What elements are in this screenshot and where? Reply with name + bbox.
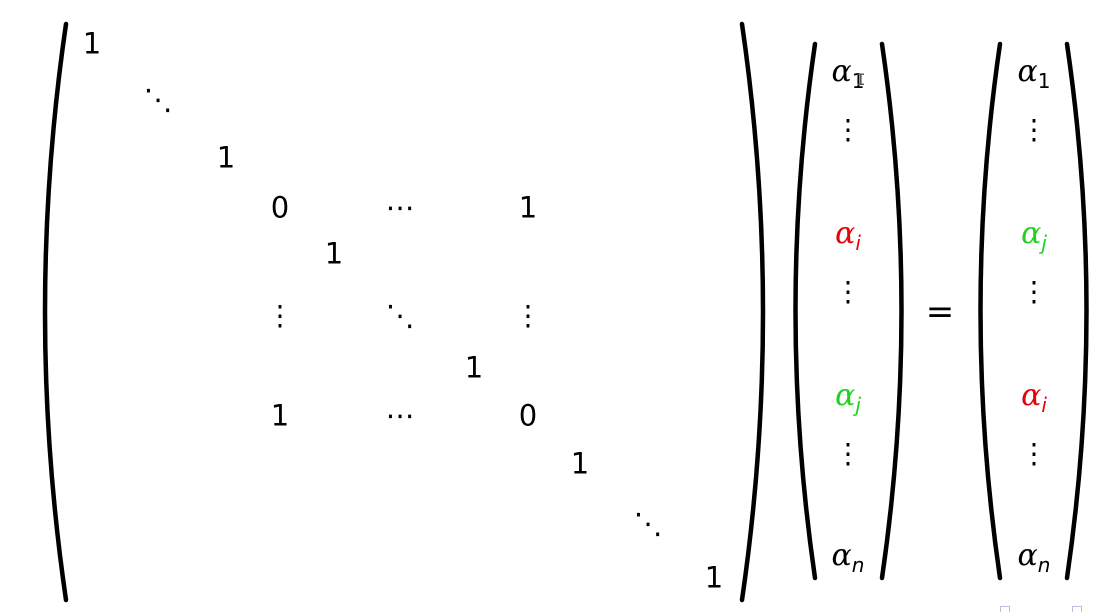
matrix-vdots-col-j: ⋮ <box>514 299 542 332</box>
text-cursor-icon: I <box>856 70 866 89</box>
matrix-ddots-1: ⋱ <box>143 82 173 117</box>
matrix-entry-n-n: 1 <box>704 560 724 595</box>
matrix-entry-diag-4: 1 <box>570 446 590 481</box>
vector-right-vdots-3: ⋮ <box>1020 437 1048 470</box>
matrix-left-paren <box>42 21 69 603</box>
matrix-hdots-row-i: ⋯ <box>385 190 415 225</box>
vector-left-alpha-j: αj <box>835 378 861 417</box>
vector-left-left-paren <box>793 41 818 581</box>
matrix-entry-diag-2: 1 <box>324 236 344 271</box>
vector-right-alpha-1: α1 <box>1017 54 1051 93</box>
vector-right-vdots-2: ⋮ <box>1020 275 1048 308</box>
vector-right-vdots-1: ⋮ <box>1020 113 1048 146</box>
vector-right-alpha-i: αi <box>1021 378 1047 417</box>
matrix-right-paren <box>739 21 766 603</box>
matrix-vdots-col-i: ⋮ <box>266 299 294 332</box>
matrix-entry-diag-1: 1 <box>216 140 236 175</box>
matrix-entry-i-j-one: 1 <box>518 190 538 225</box>
vector-left-right-paren <box>879 41 904 581</box>
matrix-entry-j-i-one: 1 <box>270 398 290 433</box>
matrix-ddots-center: ⋱ <box>385 298 415 333</box>
nav-next-icon[interactable] <box>1072 606 1082 612</box>
equals-sign: = <box>925 292 955 332</box>
vector-right-alpha-j: αj <box>1021 216 1047 255</box>
vector-left-alpha-1: α1 <box>831 54 865 93</box>
vector-right-left-paren <box>978 41 1003 581</box>
vector-right-right-paren <box>1064 41 1089 581</box>
vector-left-vdots-2: ⋮ <box>834 275 862 308</box>
vector-right-alpha-n: αn <box>1017 538 1051 577</box>
matrix-entry-1-1: 1 <box>82 26 102 61</box>
vector-left-alpha-n: αn <box>831 538 865 577</box>
matrix-hdots-row-j: ⋯ <box>385 398 415 433</box>
vector-left-vdots-1: ⋮ <box>834 113 862 146</box>
matrix-entry-j-j-zero: 0 <box>518 398 538 433</box>
matrix-ddots-2: ⋱ <box>633 506 663 541</box>
nav-prev-icon[interactable] <box>1000 606 1010 612</box>
vector-left-vdots-3: ⋮ <box>834 437 862 470</box>
vector-left-alpha-i: αi <box>835 216 861 255</box>
matrix-entry-diag-3: 1 <box>464 350 484 385</box>
matrix-entry-i-i-zero: 0 <box>270 190 290 225</box>
